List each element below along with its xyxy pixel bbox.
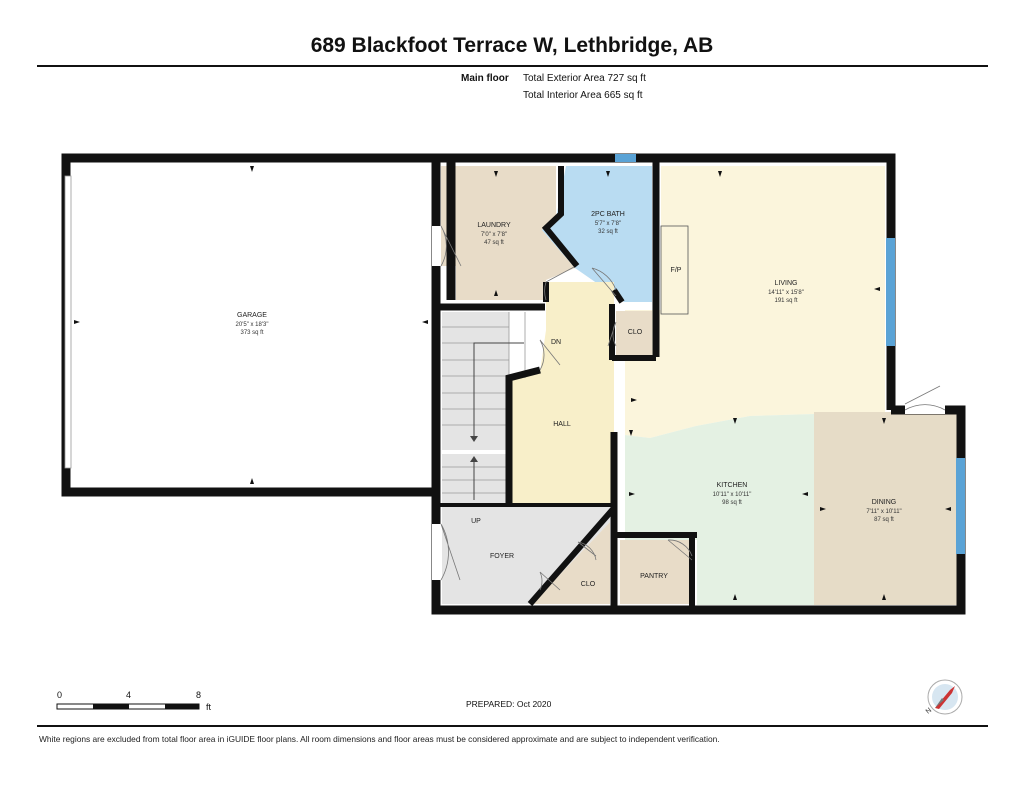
laundry-dims: 7'0" x 7'8" <box>481 232 507 238</box>
dining-dims: 7'11" x 10'11" <box>866 509 901 515</box>
floor-label: Main floor <box>461 73 509 84</box>
compass-north-label: N <box>925 707 933 716</box>
scale-tick-4: 4 <box>126 690 132 700</box>
stairs-down-label: DN <box>551 339 561 346</box>
kitchen-area-label: 98 sq ft <box>722 500 742 506</box>
prepared-date: PREPARED: Oct 2020 <box>466 699 552 709</box>
stairs-up-label: UP <box>471 518 481 525</box>
fireplace <box>660 225 689 315</box>
laundry-name: LAUNDRY <box>477 222 511 229</box>
living-area <box>625 166 885 438</box>
interior-area: Total Interior Area 665 sq ft <box>523 90 643 101</box>
scale-tick-0: 0 <box>57 690 63 700</box>
garage-name: GARAGE <box>237 312 267 319</box>
garage-door <box>64 175 72 469</box>
stair-treads <box>442 312 526 494</box>
front-door-opening <box>432 524 441 580</box>
hall-area <box>509 282 614 505</box>
pantry-area <box>620 540 692 604</box>
fireplace-label: F/P <box>671 267 682 274</box>
patio-door-opening <box>905 404 945 414</box>
dimension-markers <box>74 166 951 600</box>
header-rule <box>37 65 988 67</box>
living-area-label: 191 sq ft <box>774 298 797 304</box>
dining-name: DINING <box>872 499 897 506</box>
bath-area <box>542 166 652 302</box>
garage-dims: 20'5" x 18'3" <box>236 322 269 328</box>
laundry-area <box>441 166 575 300</box>
door-swings <box>440 225 946 591</box>
laundry-area-label: 47 sq ft <box>484 240 504 246</box>
garage-area <box>70 162 432 488</box>
scale-tick-8: 8 <box>196 690 202 700</box>
living-dims: 14'11" x 15'8" <box>768 290 804 296</box>
scale-bar <box>56 703 200 710</box>
foyer-name: FOYER <box>490 553 514 560</box>
stairs-down-area <box>442 312 509 450</box>
page-title: 689 Blackfoot Terrace W, Lethbridge, AB <box>310 34 714 57</box>
stairs-down-arrow <box>473 342 524 440</box>
bath-window <box>615 154 636 162</box>
compass-icon: N <box>925 679 963 716</box>
footer-rule <box>37 725 988 727</box>
dining-window <box>956 458 965 554</box>
scale-unit: ft <box>206 702 212 712</box>
living-window <box>886 238 895 346</box>
closet-lower-name: CLO <box>581 581 596 588</box>
closet-upper-name: CLO <box>628 329 643 336</box>
kitchen-area <box>625 414 814 605</box>
garage-area-label: 373 sq ft <box>240 330 263 336</box>
kitchen-name: KITCHEN <box>717 482 748 489</box>
bath-area-label: 32 sq ft <box>598 229 618 235</box>
bath-dims: 5'7" x 7'8" <box>595 221 621 227</box>
kitchen-dims: 10'11" x 10'11" <box>713 492 752 498</box>
closet-upper-area <box>616 311 652 356</box>
pantry-name: PANTRY <box>640 573 668 580</box>
living-name: LIVING <box>775 280 798 287</box>
garage-entry-opening <box>432 226 441 266</box>
foyer-area <box>442 506 610 604</box>
hall-name: HALL <box>553 421 571 428</box>
exterior-area: Total Exterior Area 727 sq ft <box>523 73 646 84</box>
dining-area <box>814 412 957 605</box>
dining-area-label: 87 sq ft <box>874 517 894 523</box>
footer-disclaimer: White regions are excluded from total fl… <box>39 734 720 744</box>
bath-name: 2PC BATH <box>591 211 625 218</box>
